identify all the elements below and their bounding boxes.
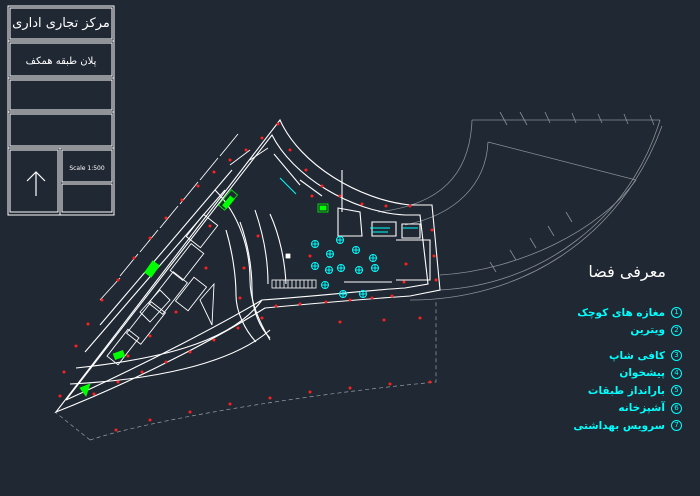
legend-item: 3 کافی شاپ <box>560 347 682 365</box>
legend-number: 5 <box>671 385 682 397</box>
scale-text: Scale 1:500 <box>69 165 105 172</box>
sheet-label: پلان طبقه همکف <box>26 56 97 67</box>
legend: 1 مغازه های کوچک 2 ویترین 3 کافی شاپ 4 پ… <box>560 304 682 435</box>
site-boundary <box>54 300 437 441</box>
shop-partitions <box>99 133 269 366</box>
legend-item: 4 پیشخوان <box>560 365 682 383</box>
cafe-tables <box>279 177 418 298</box>
legend-item: 2 ویترین <box>560 322 682 340</box>
legend-label: ویترین <box>630 324 665 337</box>
project-title: مرکز تجاری اداری <box>12 16 110 31</box>
legend-label: بارانداز طبقات <box>587 384 665 397</box>
building-outline <box>54 118 441 414</box>
legend-item: 1 مغازه های کوچک <box>560 304 682 322</box>
legend-number: 1 <box>671 307 682 319</box>
ramp-stairs <box>271 253 317 289</box>
legend-number: 7 <box>671 420 682 432</box>
title-block <box>7 5 115 216</box>
legend-item: 5 بارانداز طبقات <box>560 382 682 400</box>
title-block-frame <box>7 5 115 216</box>
column-markers <box>58 122 438 432</box>
legend-item: 7 سرویس بهداشتی <box>560 417 682 435</box>
legend-number: 2 <box>671 324 682 336</box>
legend-title: معرفی فضا <box>588 262 666 281</box>
legend-label: کافی شاپ <box>608 349 665 362</box>
north-arrow-icon <box>26 171 46 196</box>
legend-label: سرویس بهداشتی <box>573 419 665 432</box>
legend-label: آشپزخانه <box>618 402 665 415</box>
legend-label: مغازه های کوچک <box>577 306 665 319</box>
green-fixtures <box>79 189 329 397</box>
legend-number: 4 <box>671 367 682 379</box>
legend-label: پیشخوان <box>619 367 665 380</box>
legend-number: 6 <box>671 402 682 414</box>
legend-number: 3 <box>671 350 682 362</box>
legend-item: 6 آشپزخانه <box>560 400 682 418</box>
